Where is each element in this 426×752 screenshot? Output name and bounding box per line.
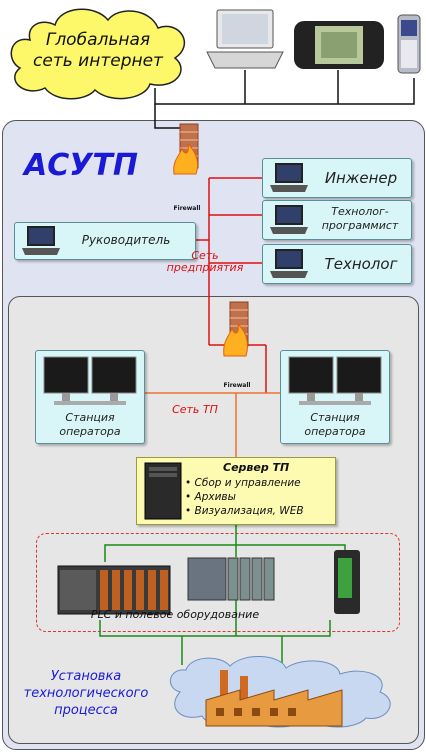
enterprise-network-label: Сеть предприятия <box>166 249 244 274</box>
plc-rack-icon <box>57 565 171 615</box>
technologist-label: Технолог <box>324 255 398 273</box>
laptop-icon <box>270 163 308 192</box>
station-operator-right: Станция оператора <box>280 350 390 444</box>
station-right-label: Станция оператора <box>304 411 366 438</box>
factory-icon <box>205 670 343 727</box>
plant-label: Установка технологического процесса <box>23 669 149 718</box>
laptop-icon <box>270 249 308 278</box>
node-manager: Руководитель <box>14 222 196 260</box>
plc-zone <box>36 533 400 632</box>
laptop-icon <box>206 9 284 69</box>
tp-network-label: Сеть ТП <box>172 403 218 416</box>
drive-controller-icon <box>334 550 360 614</box>
server-box: Сервер ТП Сбор и управление Архивы Визуа… <box>136 457 336 525</box>
node-programmer: Технолог-программист <box>262 200 412 240</box>
server-item: Архивы <box>185 490 304 504</box>
firewall-icon <box>173 123 199 175</box>
plc-modules-icon <box>187 557 275 601</box>
internet-label: Глобальная сеть интернет <box>33 30 163 71</box>
manager-label: Руководитель <box>81 233 171 247</box>
server-item: Визуализация, WEB <box>185 504 304 518</box>
station-left-label: Станция оператора <box>59 411 121 438</box>
programmer-label: Технолог-программист <box>321 205 399 232</box>
monitor-icon <box>288 356 382 405</box>
page-title: АСУТП <box>24 148 138 183</box>
firewall-label: Firewall <box>173 205 201 212</box>
mobile-phone-icon <box>397 14 421 74</box>
laptop-icon <box>22 226 60 255</box>
node-technologist: Технолог <box>262 244 412 284</box>
plc-label: PLC и полевое оборудование <box>90 608 260 621</box>
internet-cloud-icon <box>10 8 186 100</box>
laptop-icon <box>270 205 308 234</box>
server-icon <box>144 462 182 520</box>
server-item: Сбор и управление <box>185 476 304 490</box>
server-title: Сервер ТП <box>223 461 290 474</box>
engineer-label: Инженер <box>324 169 398 187</box>
firewall-label: Firewall <box>223 382 251 389</box>
server-items: Сбор и управление Архивы Визуализация, W… <box>185 476 304 518</box>
tablet-device-icon <box>294 21 384 69</box>
monitor-icon <box>43 356 137 405</box>
node-engineer: Инженер <box>262 158 412 198</box>
firewall-icon <box>223 301 249 357</box>
station-operator-left: Станция оператора <box>35 350 145 444</box>
